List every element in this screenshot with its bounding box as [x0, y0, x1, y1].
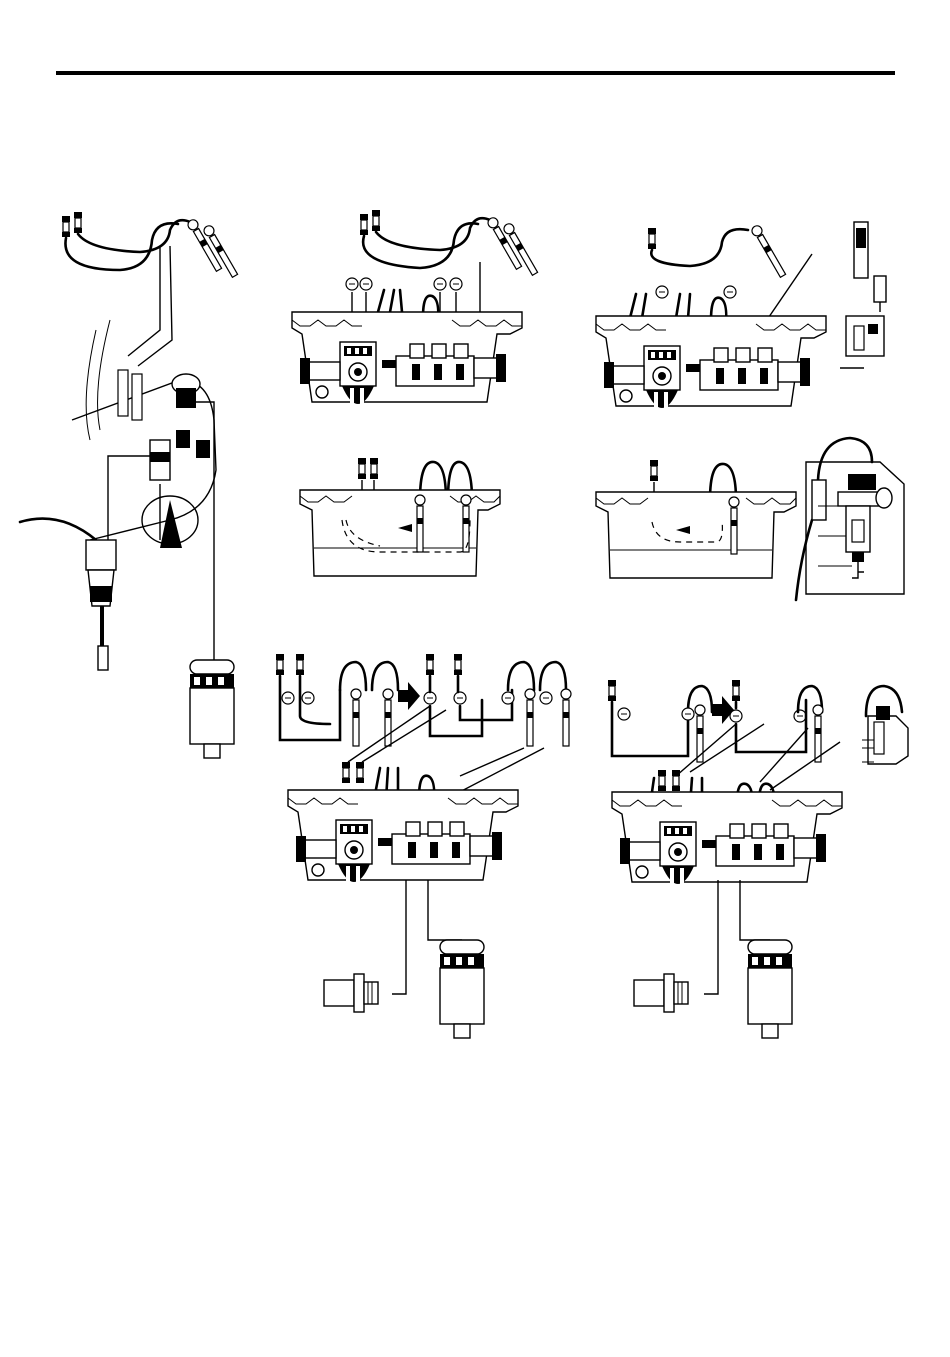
mounting-plate-icon [596, 492, 796, 578]
bnc-connector-icon [74, 212, 82, 233]
mounting-panel-icon [596, 316, 826, 412]
fitting-icon [172, 374, 200, 408]
mounting-panel-icon [292, 312, 522, 408]
bnc-connector-icon [648, 228, 656, 249]
figure-panel-one-probe-chlorine [596, 222, 886, 412]
socket-icon [346, 278, 358, 290]
bnc-connector-icon [672, 770, 680, 791]
socket-icon [454, 692, 466, 704]
filter-canister-icon [440, 940, 484, 1038]
bnc-connector-icon [342, 762, 350, 783]
socket-icon [724, 286, 736, 298]
probe-cable [78, 220, 190, 252]
mounting-panel-icon [612, 792, 842, 888]
probe-cable [376, 218, 490, 250]
bnc-connector-icon [62, 216, 70, 237]
socket-icon [540, 692, 552, 704]
socket-icon [682, 708, 694, 720]
bnc-connector-icon [650, 460, 658, 481]
bnc-connector-icon [732, 680, 740, 701]
probe-icon [729, 497, 739, 554]
figure-chlorine-cell-detail [796, 438, 904, 600]
probe-cable [651, 229, 748, 266]
bnc-connector-icon [372, 210, 380, 231]
filter-canister-icon [748, 940, 792, 1038]
probe-cable [20, 519, 96, 540]
bnc-connector-icon [426, 654, 434, 675]
socket-icon [794, 710, 806, 722]
chlorine-sensor-icon [862, 686, 908, 764]
bnc-connector-icon [296, 654, 304, 675]
socket-icon [730, 710, 742, 722]
figure-panel-flow-path-one [596, 460, 796, 578]
fitting-icon [176, 430, 210, 458]
filter-canister-icon [190, 660, 234, 758]
conversion-arrow-icon [398, 682, 420, 710]
probe-icon [750, 224, 787, 278]
probe-icon [695, 705, 705, 762]
socket-icon [424, 692, 436, 704]
figure-panel-flow-path-two [300, 458, 500, 576]
probe-icon [813, 705, 823, 762]
socket-icon [434, 278, 446, 290]
probe-icon [561, 689, 571, 746]
figure-panel-two-probes [292, 210, 539, 408]
flow-arrow-icon [160, 500, 182, 548]
pressure-regulator-icon [324, 974, 378, 1012]
chlorine-sensor-icon [840, 222, 886, 368]
socket-icon [302, 692, 314, 704]
socket-icon [502, 692, 514, 704]
probe-icon [351, 689, 361, 746]
socket-icon [450, 278, 462, 290]
socket-icon [656, 286, 668, 298]
probe-icon [415, 495, 425, 552]
probe-cable [363, 223, 478, 268]
pressure-regulator-icon [634, 974, 688, 1012]
bnc-connector-icon [608, 680, 616, 701]
probe-icon [525, 689, 535, 746]
socket-icon [618, 708, 630, 720]
bnc-connector-icon [658, 770, 666, 791]
figure-inline-pipe-mount [20, 212, 239, 758]
socket-icon [282, 692, 294, 704]
bnc-connector-icon [360, 214, 368, 235]
socket-icon [360, 278, 372, 290]
figure-panel-conversion-two [276, 654, 571, 1038]
bnc-connector-icon [370, 458, 378, 479]
bnc-connector-icon [356, 762, 364, 783]
probe-holder-icon [86, 540, 116, 670]
figure-panel-conversion-one [608, 680, 908, 1038]
bnc-connector-icon [454, 654, 462, 675]
bnc-connector-icon [358, 458, 366, 479]
mounting-panel-icon [288, 790, 518, 886]
bnc-connector-icon [276, 654, 284, 675]
